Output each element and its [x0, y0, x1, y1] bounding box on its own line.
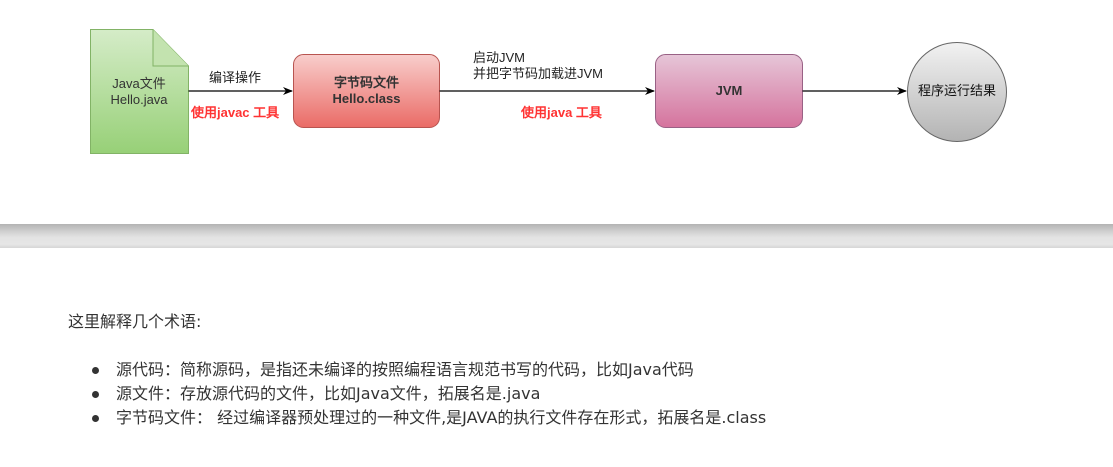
- terms-intro: 这里解释几个术语:: [68, 312, 202, 331]
- java-execution-flow-diagram: Java文件 Hello.java 字节码文件 Hello.class JVM …: [0, 0, 1113, 224]
- source-file-label: Java文件 Hello.java: [90, 76, 188, 108]
- compile-tool-label: 使用javac 工具: [191, 105, 280, 120]
- compile-edge-label: 编译操作: [209, 70, 262, 85]
- bullet-icon: [92, 391, 99, 398]
- result-label: 程序运行结果: [917, 83, 996, 98]
- bytecode-file-label: 字节码文件 Hello.class: [293, 75, 440, 107]
- term-text: 源代码：简称源码，是指还未编译的按照编程语言规范书写的代码，比如Java代码: [116, 360, 694, 379]
- terms-list: 源代码：简称源码，是指还未编译的按照编程语言规范书写的代码，比如Java代码 源…: [68, 358, 1088, 430]
- term-text: 源文件：存放源代码的文件，比如Java文件，拓展名是.java: [116, 384, 541, 403]
- source-file-title: Java文件: [112, 76, 166, 91]
- run-edge-label-line1: 启动JVM: [473, 50, 526, 65]
- bytecode-file-title: 字节码文件: [333, 75, 399, 90]
- result-node: [907, 42, 1007, 142]
- bullet-icon: [92, 367, 99, 374]
- source-file-node: [90, 29, 189, 154]
- bullet-icon: [92, 415, 99, 422]
- run-edge-label: 启动JVM 并把字节码加载进JVM: [473, 50, 603, 82]
- term-item-source-code: 源代码：简称源码，是指还未编译的按照编程语言规范书写的代码，比如Java代码: [68, 358, 1088, 382]
- terms-section: 这里解释几个术语: 源代码：简称源码，是指还未编译的按照编程语言规范书写的代码，…: [68, 310, 1088, 430]
- diagram-canvas: [90, 29, 1007, 154]
- jvm-label: JVM: [715, 83, 743, 98]
- run-edge-label-line2: 并把字节码加载进JVM: [473, 66, 604, 81]
- source-file-filename: Hello.java: [110, 92, 168, 107]
- run-tool-label: 使用java 工具: [521, 105, 602, 120]
- term-text: 字节码文件： 经过编译器预处理过的一种文件,是JAVA的执行文件存在形式，拓展名…: [116, 408, 767, 427]
- image-separator-band: [0, 224, 1113, 248]
- bytecode-file-filename: Hello.class: [332, 91, 401, 106]
- term-item-bytecode-file: 字节码文件： 经过编译器预处理过的一种文件,是JAVA的执行文件存在形式，拓展名…: [68, 406, 1088, 430]
- term-item-source-file: 源文件：存放源代码的文件，比如Java文件，拓展名是.java: [68, 382, 1088, 406]
